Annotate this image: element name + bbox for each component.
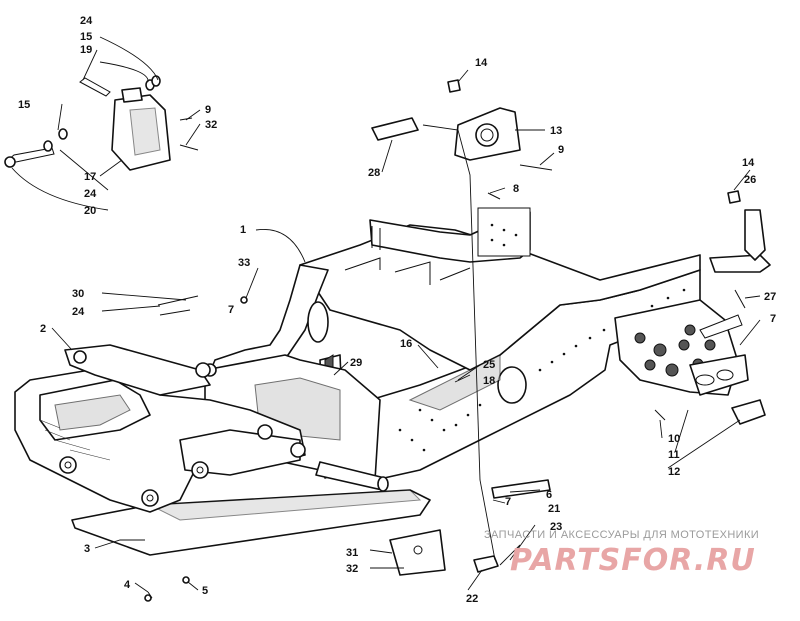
callout-7-a: 7 <box>228 304 234 316</box>
callout-17: 17 <box>84 171 96 183</box>
rivet-holes <box>398 223 686 452</box>
steering-bracket-assembly <box>4 75 199 171</box>
callout-23: 23 <box>550 521 562 533</box>
upper-center-parts <box>371 79 741 204</box>
callout-5: 5 <box>202 585 208 597</box>
callout-15-b: 15 <box>80 31 92 43</box>
callout-25: 25 <box>483 359 495 371</box>
callout-29: 29 <box>350 357 362 369</box>
callout-16: 16 <box>400 338 412 350</box>
small-hardware <box>144 164 746 602</box>
callout-32-a: 32 <box>205 119 217 131</box>
callout-2: 2 <box>40 323 46 335</box>
callout-11: 11 <box>668 449 680 461</box>
watermark: ЗАПЧАСТИ И АКСЕССУАРЫ ДЛЯ МОТОТЕХНИКИ PA… <box>484 529 759 578</box>
callout-labels: 1 2 3 4 5 6 7 7 7 8 9 9 10 11 12 13 14 1… <box>18 15 776 605</box>
callout-1: 1 <box>240 224 246 236</box>
callout-14-b: 14 <box>742 157 755 169</box>
chassis-frame <box>71 207 701 556</box>
callout-9-b: 9 <box>558 144 564 156</box>
callout-10: 10 <box>668 433 680 445</box>
callout-22: 22 <box>466 593 478 605</box>
callout-9-a: 9 <box>205 104 211 116</box>
callout-7-b: 7 <box>505 496 511 508</box>
callout-12: 12 <box>668 466 680 478</box>
right-brackets <box>614 209 771 425</box>
callout-8: 8 <box>513 183 519 195</box>
leader-lines <box>11 36 761 593</box>
callout-4: 4 <box>124 579 131 591</box>
callout-20: 20 <box>84 205 96 217</box>
callout-19: 19 <box>80 44 92 56</box>
callout-30: 30 <box>72 288 84 300</box>
callout-33: 33 <box>238 257 250 269</box>
callout-13: 13 <box>550 125 562 137</box>
callout-31: 31 <box>346 547 358 559</box>
front-suspension-arms <box>14 344 306 513</box>
callout-26: 26 <box>744 174 756 186</box>
callout-24-c: 24 <box>72 306 85 318</box>
callout-3: 3 <box>84 543 90 555</box>
watermark-logo: PARTSFOR.RU <box>510 543 756 578</box>
callout-21: 21 <box>548 503 560 515</box>
callout-32-b: 32 <box>346 563 358 575</box>
callout-7-c: 7 <box>770 313 776 325</box>
footrest-holes <box>634 324 716 377</box>
callout-18: 18 <box>483 375 495 387</box>
watermark-tagline: ЗАПЧАСТИ И АКСЕССУАРЫ ДЛЯ МОТОТЕХНИКИ <box>484 529 759 541</box>
callout-24-b: 24 <box>84 188 97 200</box>
callout-15-a: 15 <box>18 99 30 111</box>
callout-14-a: 14 <box>475 57 488 69</box>
callout-27: 27 <box>764 291 776 303</box>
callout-6: 6 <box>546 489 552 501</box>
callout-28: 28 <box>368 167 380 179</box>
callout-24-a: 24 <box>80 15 93 27</box>
